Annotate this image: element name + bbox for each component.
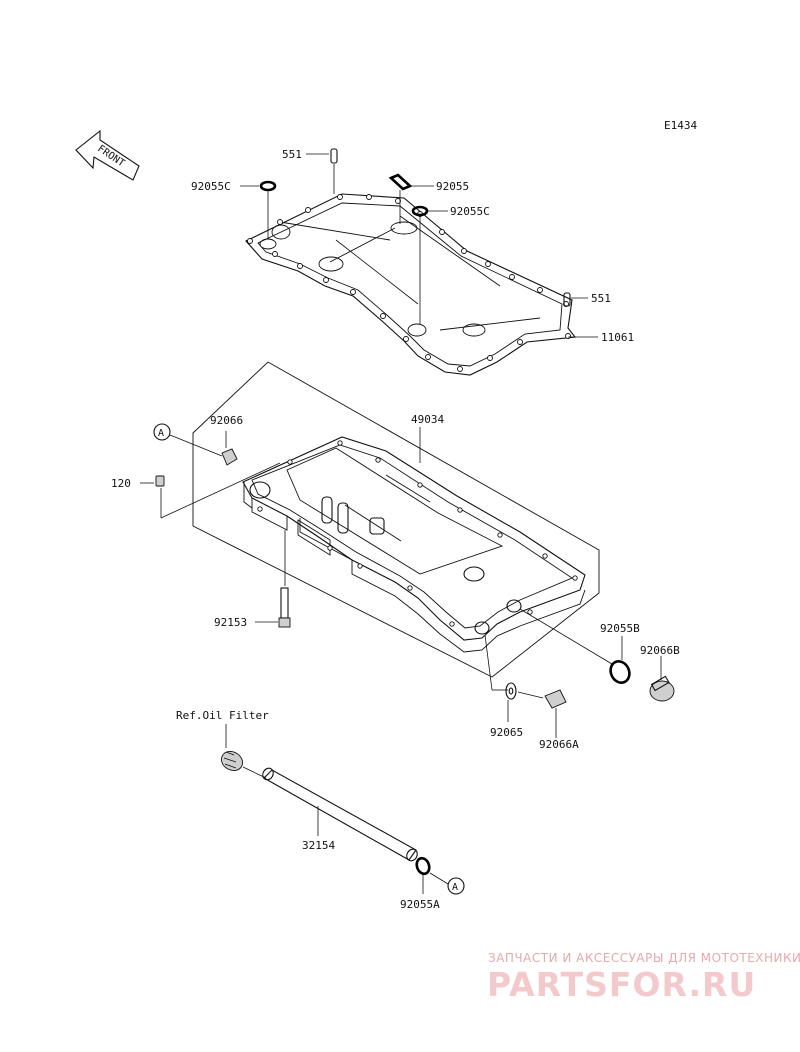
label-92055b: 92055B — [600, 622, 640, 635]
ref-marker-a-bottom-label: A — [452, 882, 458, 893]
label-32154: 32154 — [302, 839, 335, 852]
label-92066b: 92066B — [640, 644, 680, 657]
label-11061: 11061 — [601, 331, 634, 344]
washer-92065 — [505, 682, 517, 700]
dowel-551-top — [330, 148, 338, 164]
plug-92066a — [517, 689, 567, 738]
plug-92066b — [649, 656, 675, 702]
dowel-551-right — [563, 292, 571, 307]
oring-92055a — [415, 856, 431, 876]
oil-pan-49034 — [242, 436, 586, 653]
assembly-box — [192, 361, 600, 678]
label-92065: 92065 — [490, 726, 523, 739]
oring-92055c-right — [411, 205, 429, 217]
label-551-right: 551 — [591, 292, 611, 305]
ref-marker-a-top — [153, 423, 171, 441]
label-92055a: 92055A — [400, 898, 440, 911]
label-92055: 92055 — [436, 180, 469, 193]
pipe-32154 — [262, 767, 418, 862]
bolt-92153 — [255, 530, 291, 628]
label-92055c-left: 92055C — [191, 180, 231, 193]
bolt-120 — [140, 462, 281, 519]
label-ref-oil-filter: Ref.Oil Filter — [176, 709, 269, 722]
label-92055c-right: 92055C — [450, 205, 490, 218]
oring-92055 — [388, 173, 413, 191]
diagram-code: E1434 — [664, 119, 697, 132]
ref-marker-a-bottom — [447, 877, 465, 895]
label-92066a: 92066A — [539, 738, 579, 751]
ref-marker-a-top-label: A — [158, 428, 164, 439]
label-49034: 49034 — [411, 413, 444, 426]
label-92153: 92153 — [214, 616, 247, 629]
gasket-11061 — [245, 193, 577, 376]
oil-filter-fitting — [221, 751, 243, 771]
plug-92066 — [221, 431, 238, 466]
label-551-top: 551 — [282, 148, 302, 161]
label-120: 120 — [111, 477, 131, 490]
watermark-brand: PARTSFOR.RU — [487, 965, 756, 1004]
label-92066: 92066 — [210, 414, 243, 427]
oring-92055b — [609, 660, 631, 684]
oring-92055c-left — [259, 180, 277, 192]
front-arrow-icon: FRONT — [75, 129, 140, 181]
watermark-tagline: ЗАПЧАСТИ И АКСЕССУАРЫ ДЛЯ МОТОТЕХНИКИ — [488, 951, 800, 965]
